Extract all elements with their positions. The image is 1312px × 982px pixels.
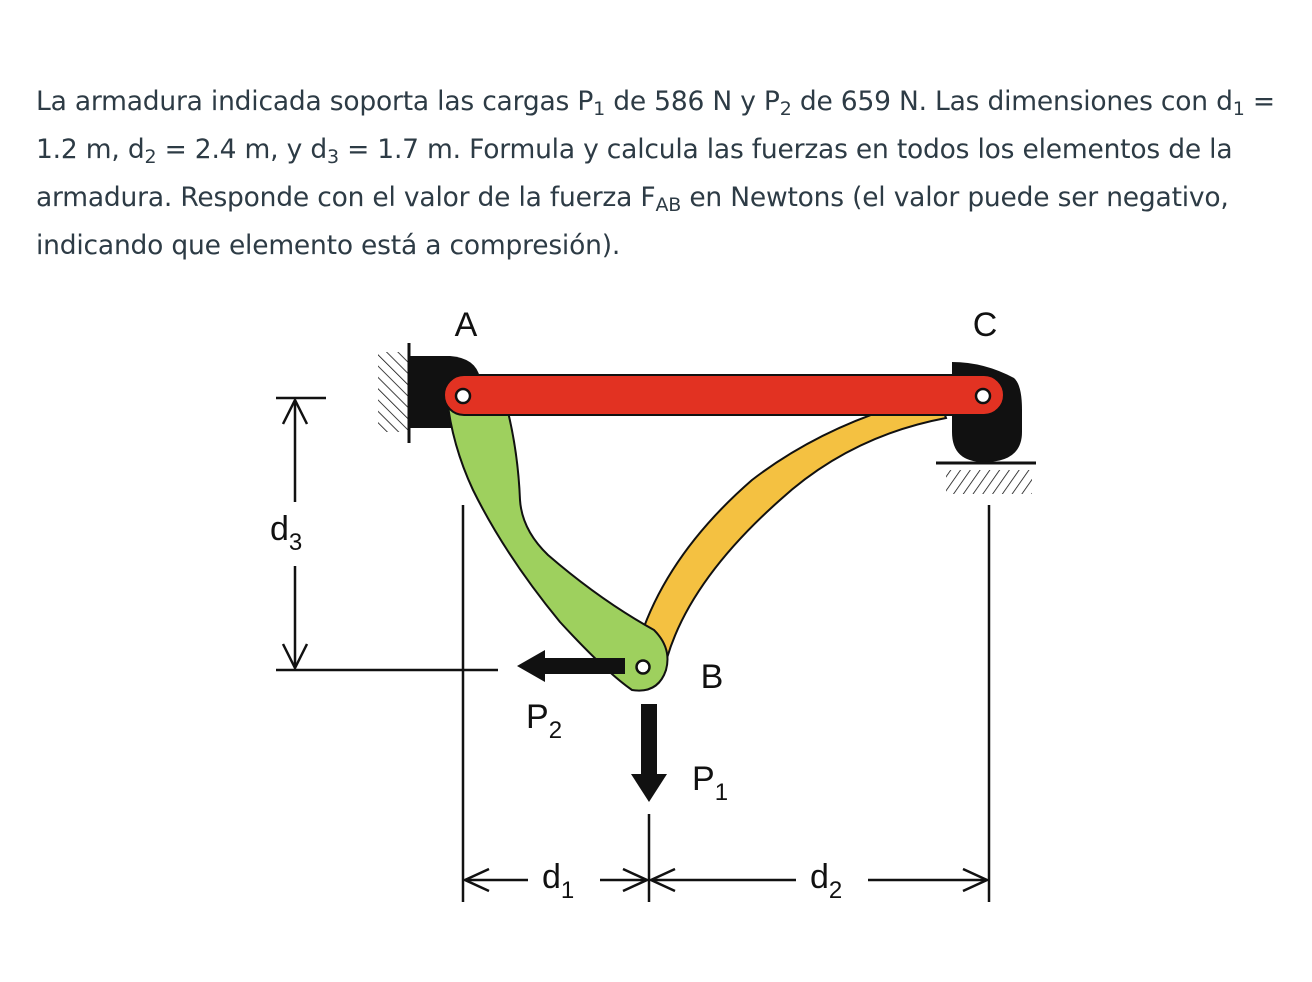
member-ac <box>443 374 1005 416</box>
problem-sub-d2: 2 <box>144 146 157 168</box>
node-label-b: B <box>701 658 724 696</box>
dimension-d1-label: d1 <box>542 858 574 904</box>
node-label-a: A <box>455 306 478 344</box>
problem-text-1: La armadura indicada soporta las cargas … <box>36 86 594 117</box>
problem-statement: La armadura indicada soporta las cargas … <box>36 78 1286 270</box>
problem-text-5: = 2.4 m, y d <box>156 134 328 165</box>
problem-sub-p2: 2 <box>779 98 792 120</box>
problem-sub-p1: 1 <box>593 98 605 120</box>
pin-a <box>454 387 472 405</box>
dimension-d3 <box>276 396 498 672</box>
problem-text-2: de 586 N y P <box>605 86 780 117</box>
load-p1-label: P1 <box>692 760 728 806</box>
load-p2-label: P2 <box>526 698 562 744</box>
dimension-d2 <box>647 867 991 893</box>
load-p1-arrow <box>631 704 667 802</box>
problem-sub-d3: 3 <box>326 146 339 168</box>
pin-b <box>635 659 651 675</box>
dimension-d3-label: d3 <box>270 510 302 556</box>
problem-text-4: = 1.2 m, d <box>36 86 1275 165</box>
problem-text-7: en Newtons (el valor puede ser negativo,… <box>36 182 1229 261</box>
problem-text-3: de 659 N. Las dimensiones con d <box>791 86 1233 117</box>
pin-c <box>974 387 992 405</box>
problem-sub-d1: 1 <box>1232 98 1245 120</box>
problem-sub-ab: AB <box>655 194 682 216</box>
wall-hatch <box>378 352 408 432</box>
member-bc <box>633 393 948 660</box>
dimension-d2-label: d2 <box>810 858 842 904</box>
node-label-c: C <box>973 306 998 344</box>
load-p2-arrow <box>517 650 625 682</box>
problem-text-6: = 1.7 m. Formula y calcula las fuerzas e… <box>36 134 1233 213</box>
member-ab <box>445 396 669 692</box>
dimension-d1 <box>461 867 651 893</box>
